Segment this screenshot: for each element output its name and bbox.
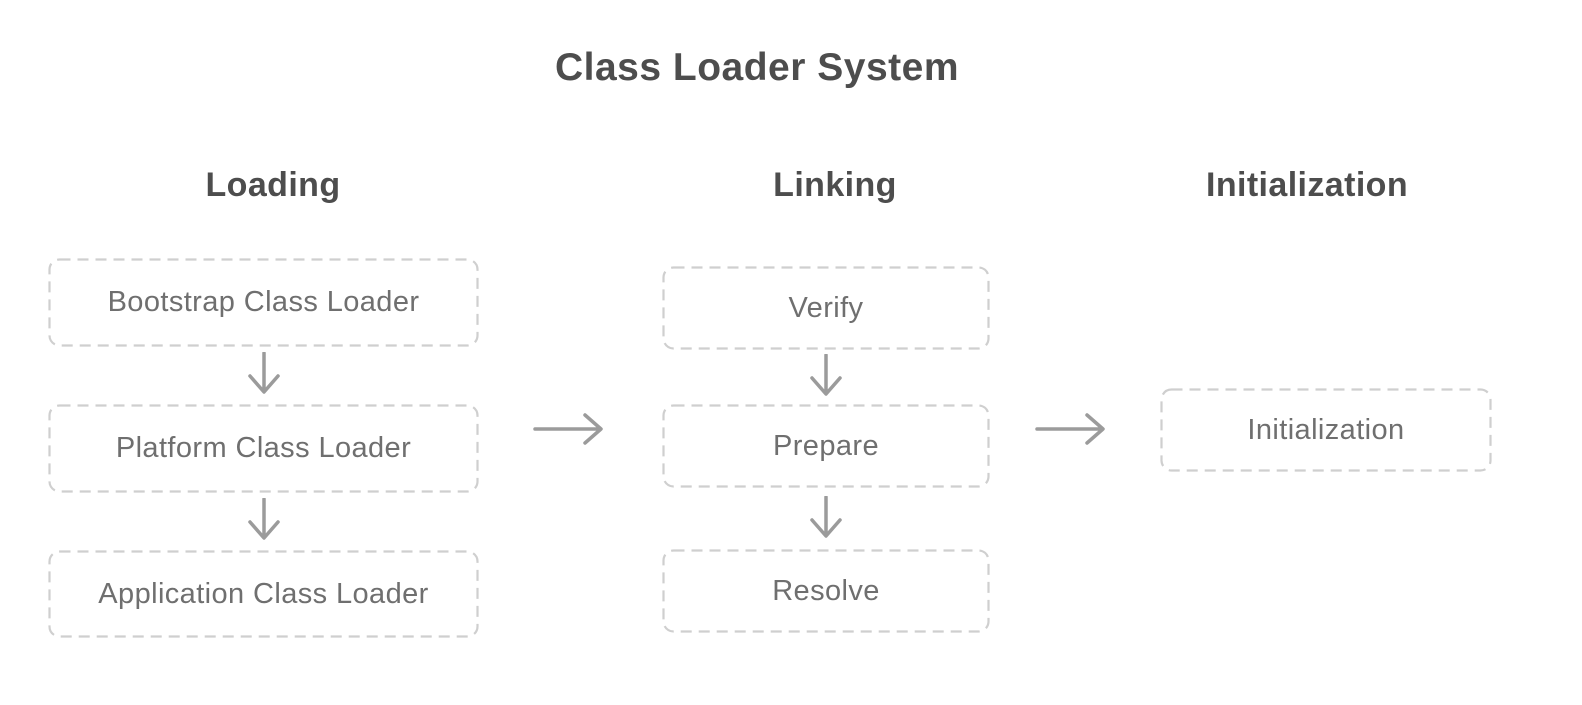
arrow-right-icon xyxy=(1035,413,1105,445)
dashed-border xyxy=(1160,388,1492,472)
arrow-down-icon xyxy=(810,354,842,396)
node-bootstrap-class-loader: Bootstrap Class Loader xyxy=(48,258,479,347)
phase-header-loading: Loading xyxy=(205,166,341,204)
node-label: Verify xyxy=(788,291,864,324)
node-label: Application Class Loader xyxy=(98,577,429,610)
node-platform-class-loader: Platform Class Loader xyxy=(48,404,479,493)
arrow-down-icon xyxy=(248,498,280,540)
node-resolve: Resolve xyxy=(662,549,990,633)
arrow-down-icon xyxy=(248,352,280,394)
arrow-down-icon xyxy=(810,496,842,538)
dashed-border xyxy=(662,549,990,633)
diagram-title: Class Loader System xyxy=(554,46,960,89)
node-initialization: Initialization xyxy=(1160,388,1492,472)
dashed-border xyxy=(48,258,479,347)
node-verify: Verify xyxy=(662,266,990,350)
node-label: Prepare xyxy=(773,429,879,462)
node-prepare: Prepare xyxy=(662,404,990,488)
phase-header-linking: Linking xyxy=(773,166,897,204)
dashed-border xyxy=(662,266,990,350)
node-label: Resolve xyxy=(772,574,880,607)
node-label: Platform Class Loader xyxy=(115,432,412,464)
phase-header-initialization: Initialization xyxy=(1205,166,1409,204)
node-application-class-loader: Application Class Loader xyxy=(48,550,479,638)
arrow-right-icon xyxy=(533,413,603,445)
dashed-border xyxy=(48,550,479,638)
node-label: Bootstrap Class Loader xyxy=(107,286,420,318)
dashed-border xyxy=(48,404,479,493)
node-label: Initialization xyxy=(1247,413,1405,446)
dashed-border xyxy=(662,404,990,488)
